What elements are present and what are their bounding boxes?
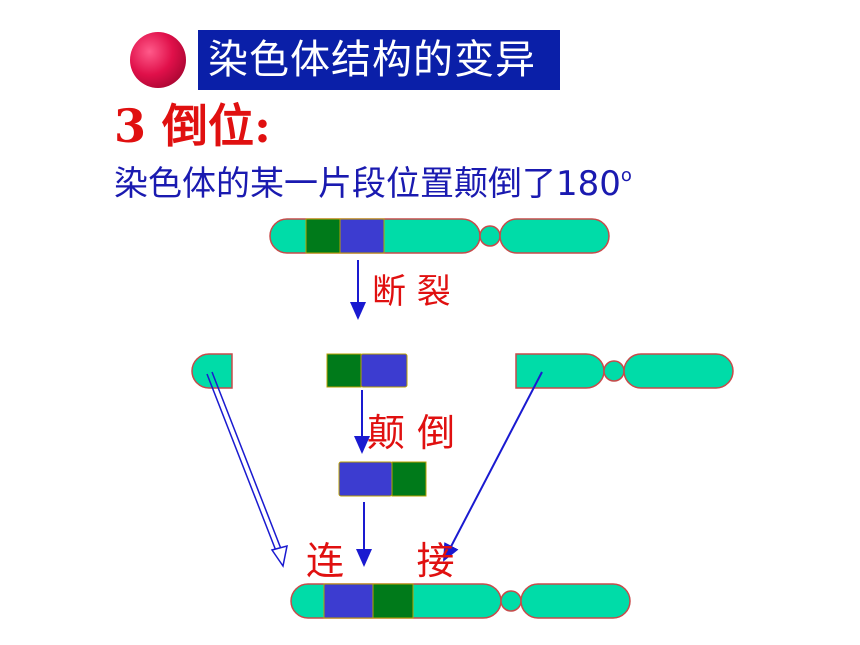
join-arrow-left	[206, 371, 288, 568]
middle-fragment	[326, 353, 408, 388]
join-label-text: 连 接	[306, 539, 455, 583]
definition-text: 染色体的某一片段位置颠倒了180o	[114, 156, 632, 205]
original-chromosome	[269, 218, 610, 254]
right-fragment	[515, 353, 734, 389]
bullet-icon	[130, 32, 186, 88]
join-arrow-right	[443, 371, 543, 562]
result-chromosome	[290, 583, 631, 619]
join-label: 连 接	[306, 530, 454, 585]
degree-mark: o	[620, 165, 632, 186]
slide-title: 染色体结构的变异	[198, 30, 560, 90]
left-fragment	[191, 353, 233, 389]
invert-label: 颠 倒	[367, 411, 456, 455]
inverted-fragment	[338, 461, 427, 497]
break-label: 断 裂	[372, 272, 451, 312]
definition-main: 染色体的某一片段位置颠倒了180	[114, 164, 621, 204]
section-heading: 3 倒位:	[114, 99, 272, 153]
